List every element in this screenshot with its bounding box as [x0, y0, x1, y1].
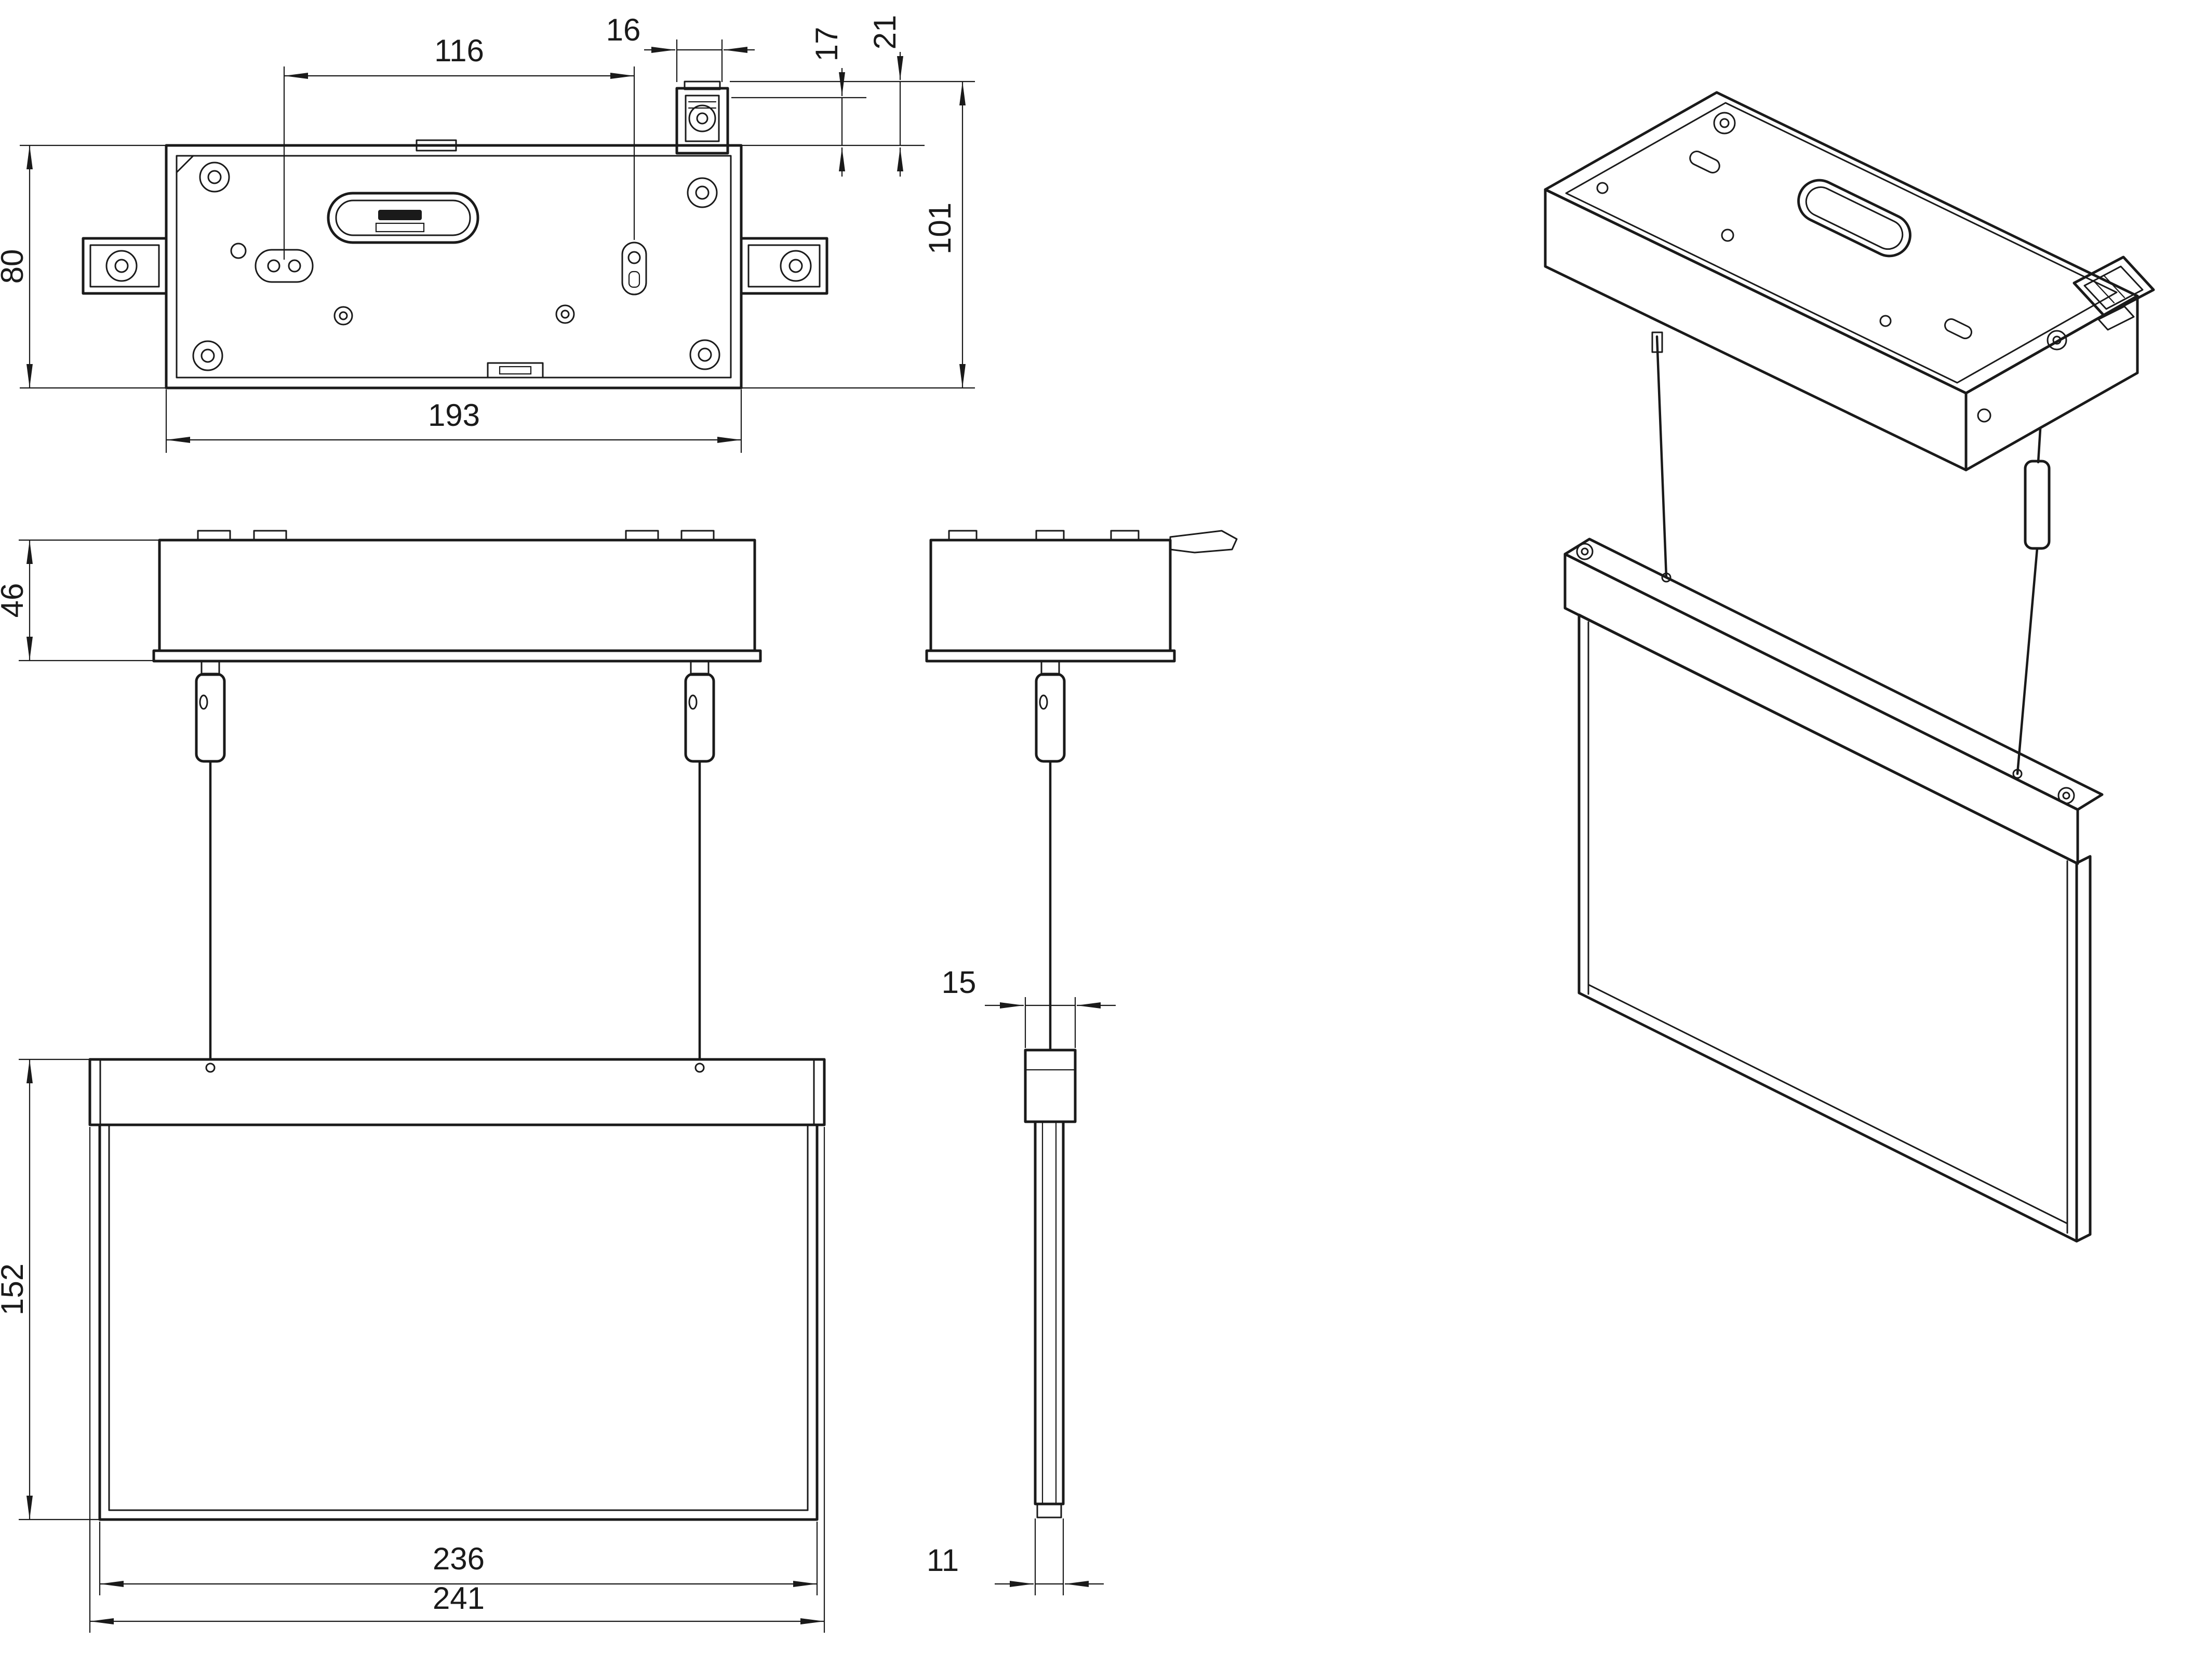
- dim-label-193: 193: [428, 398, 480, 433]
- dimension-15: 15: [942, 965, 1116, 1048]
- dim-label-46: 46: [0, 583, 30, 618]
- label-recess: [327, 192, 479, 244]
- dimension-236: 236: [99, 1522, 818, 1595]
- bottom-striker-tab: [487, 362, 544, 379]
- side-cable-gripper: [1035, 660, 1066, 1052]
- dim-label-16: 16: [606, 12, 641, 47]
- dim-label-15: 15: [942, 965, 977, 1000]
- dimension-152: 152: [0, 1058, 99, 1521]
- dimension-116: 116: [283, 33, 635, 260]
- dim-label-101: 101: [922, 203, 957, 254]
- sign-body: [88, 1058, 826, 1521]
- corner-chamfer: [176, 155, 194, 173]
- dim-label-17: 17: [809, 27, 844, 62]
- iso-sign-bar-front: [1563, 553, 2079, 865]
- dimension-193: 193: [165, 389, 742, 453]
- dimension-11: 11: [927, 1518, 1104, 1595]
- dim-label-236: 236: [433, 1541, 485, 1576]
- side-sign-profile: [1024, 1049, 1077, 1518]
- latch-assembly: [675, 80, 729, 155]
- dim-label-21: 21: [867, 15, 902, 50]
- dimension-21: 21: [730, 15, 975, 177]
- sign-top-bar: [88, 1058, 826, 1126]
- keyhole-slot: [621, 241, 647, 295]
- side-view: 15 11: [925, 530, 1238, 1595]
- side-canopy: [925, 530, 1238, 663]
- corner-screws: [192, 162, 720, 371]
- iso-suspension-wires: [1651, 331, 2051, 779]
- dimension-241: 241: [89, 1127, 825, 1633]
- iso-sign-bar-top: [1563, 537, 2104, 811]
- left-mounting-tab: [82, 237, 168, 295]
- iso-mounting-box: [1544, 91, 2155, 472]
- dim-label-80: 80: [0, 249, 30, 284]
- dimension-101: 101: [741, 82, 975, 389]
- label-sticker-dark: [378, 210, 422, 220]
- dimension-46: 46: [0, 539, 158, 662]
- dim-label-241: 241: [433, 1581, 485, 1616]
- iso-sign: [1563, 537, 2104, 1243]
- dim-label-116: 116: [434, 33, 484, 68]
- dimension-17: 17: [731, 27, 866, 177]
- top-edge-tab: [416, 139, 457, 152]
- mounting-box-inner-rim: [176, 155, 732, 379]
- front-view: 46 152 236 241: [0, 530, 826, 1633]
- sign-blade-profile: [1034, 1120, 1065, 1506]
- dim-label-152: 152: [0, 1264, 30, 1315]
- dimension-80: 80: [0, 144, 165, 389]
- dim-label-11: 11: [927, 1543, 959, 1578]
- cable-coupler-block: [1024, 1049, 1077, 1123]
- dimension-16: 16: [606, 12, 755, 82]
- isometric-view: [1544, 91, 2155, 1243]
- ceiling-canopy: [152, 530, 762, 663]
- iso-sign-panel: [1577, 613, 2078, 1243]
- label-sticker-outline: [375, 222, 425, 233]
- left-cable-gripper: [195, 660, 226, 1061]
- right-cable-gripper: [684, 660, 715, 1061]
- iso-sign-panel-edge: [2075, 855, 2092, 1243]
- sign-panel: [98, 1123, 819, 1521]
- iso-latch: [2072, 256, 2155, 331]
- ceiling-hook: [1169, 530, 1238, 554]
- iso-cable-gripper: [2024, 460, 2051, 550]
- plan-view: 116 16 17 21: [0, 12, 975, 453]
- mounting-box-outline: [165, 144, 743, 389]
- right-mounting-tab: [740, 237, 828, 295]
